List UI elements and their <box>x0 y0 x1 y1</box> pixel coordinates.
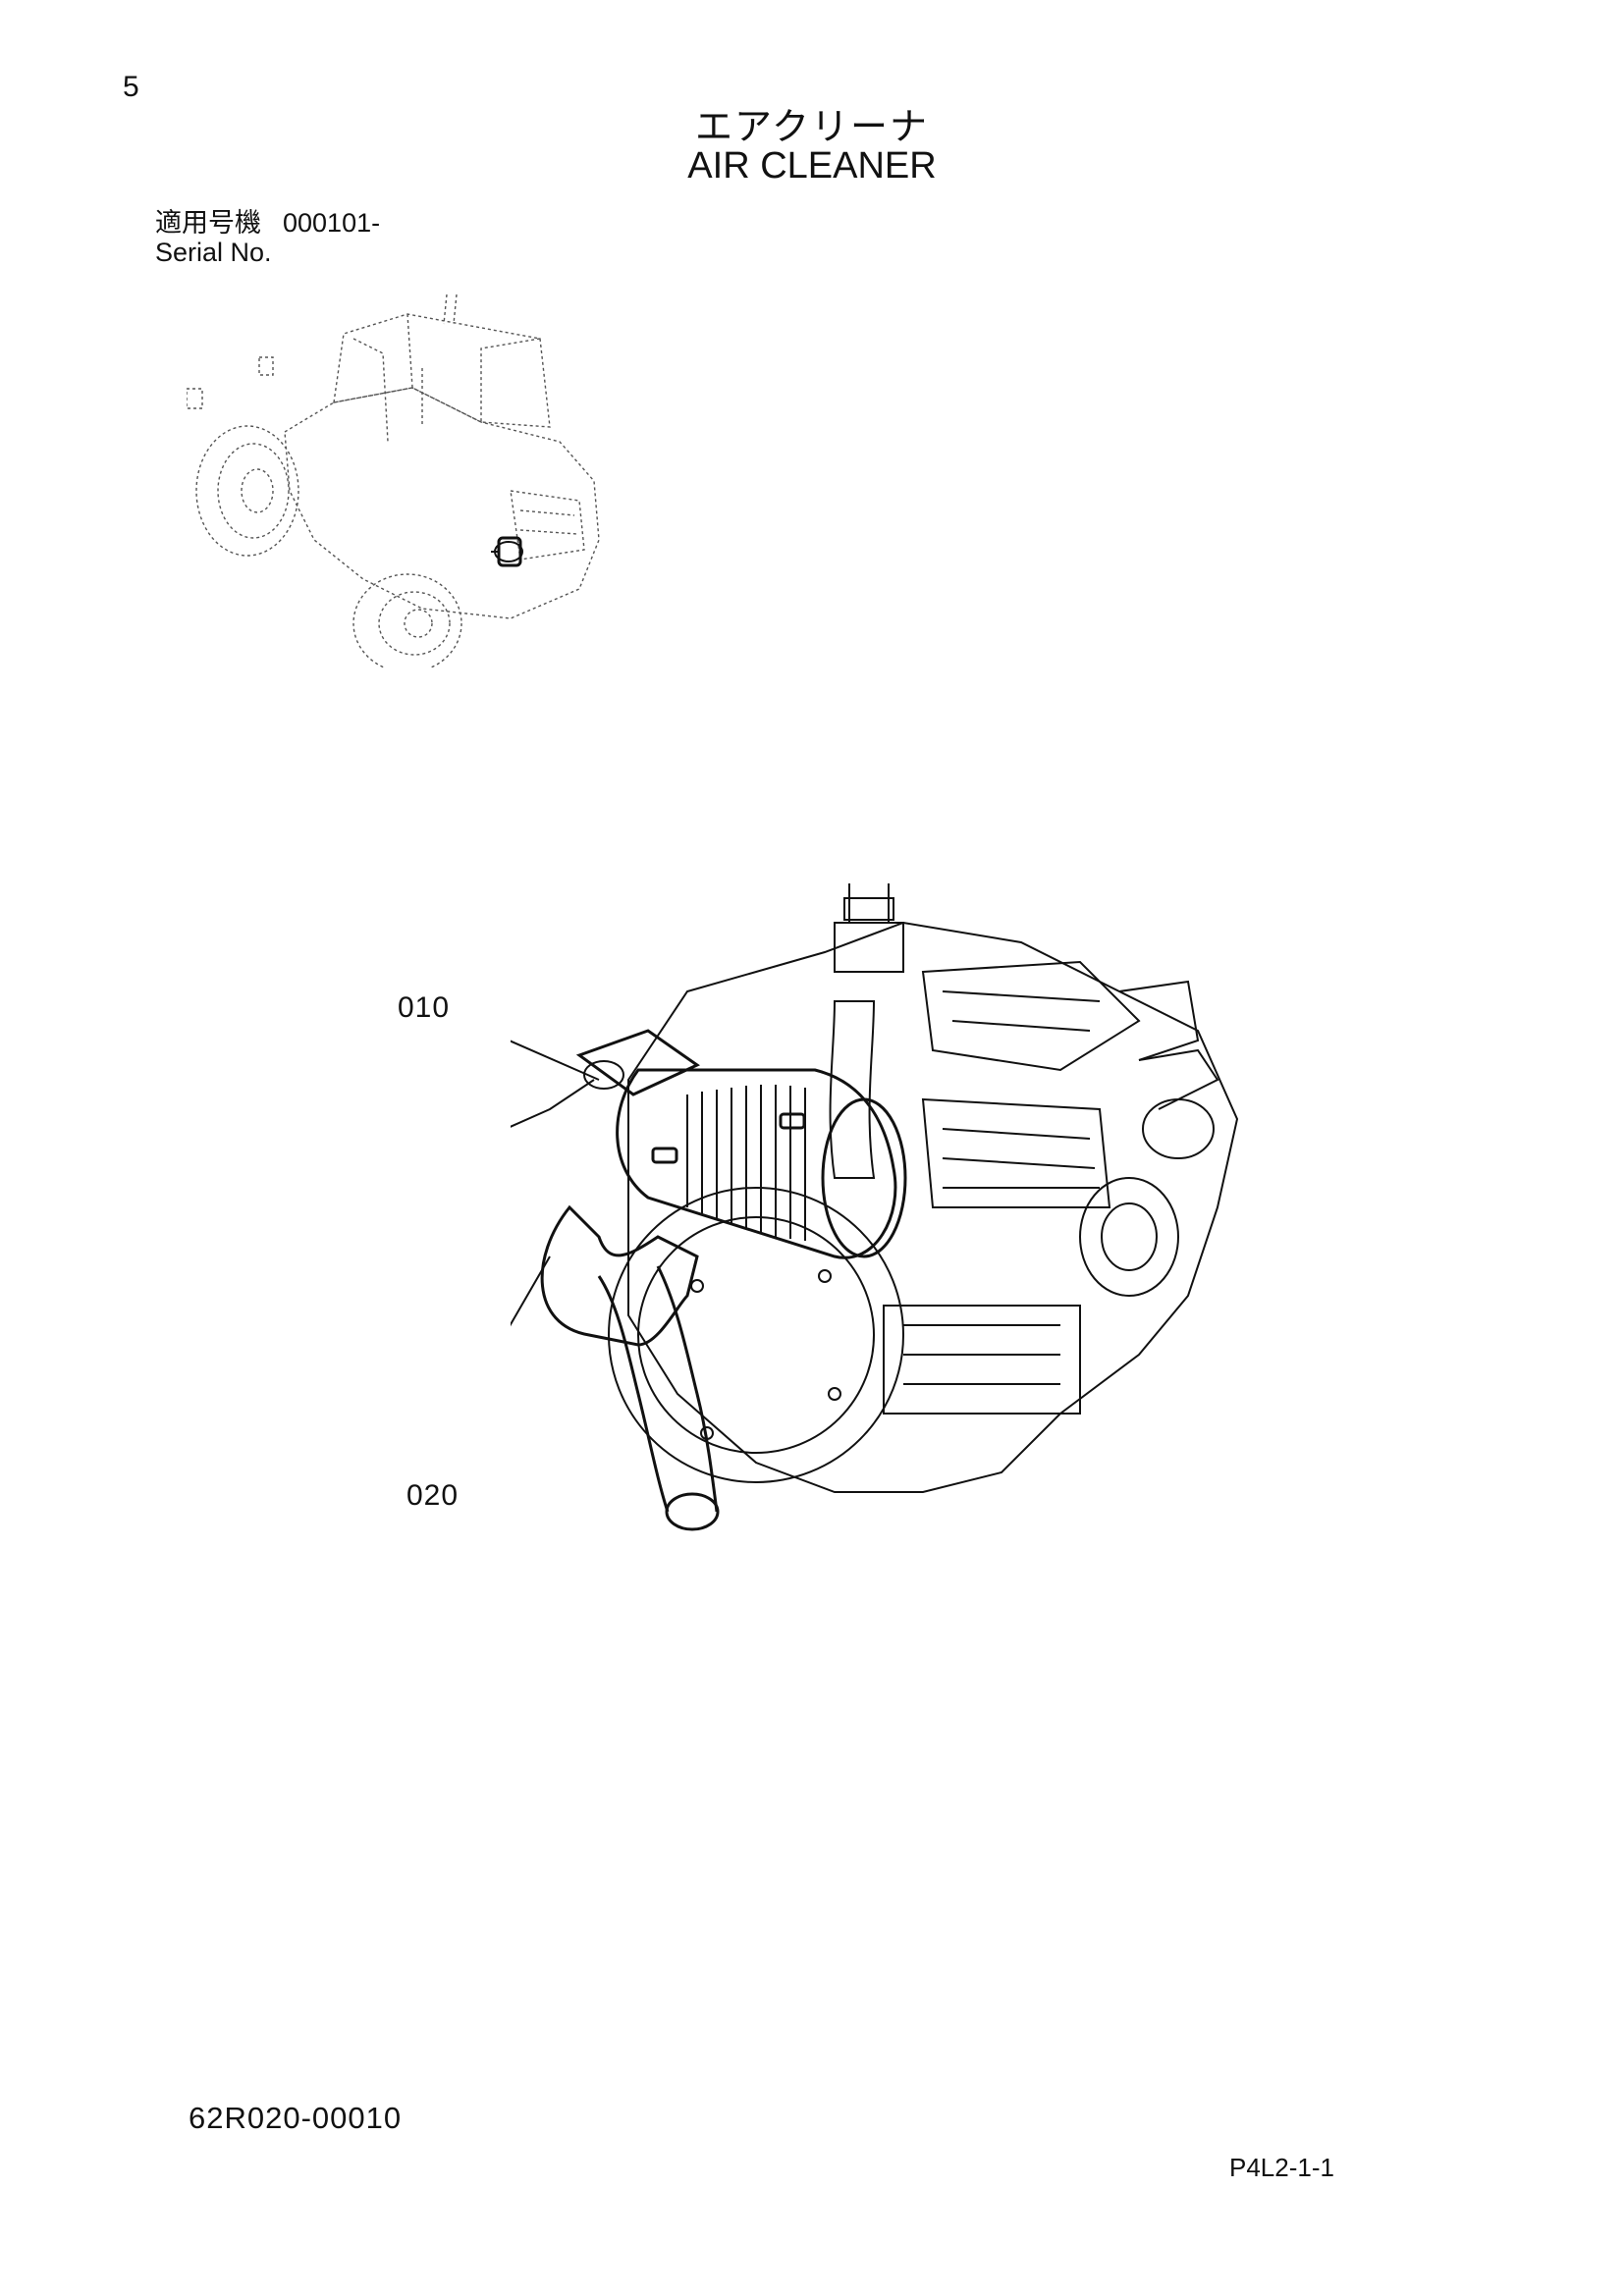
serial-value: 000101- <box>283 208 381 238</box>
title-english: AIR CLEANER <box>687 145 937 187</box>
flywheel-housing <box>608 1187 904 1483</box>
engine-block <box>627 883 1239 1493</box>
air-cleaner-location-marker <box>491 536 523 567</box>
page-number: 5 <box>123 71 139 103</box>
figure-number: 62R020-00010 <box>189 2101 403 2135</box>
rear-wheel-icon <box>195 425 299 557</box>
intake-hose <box>540 1204 720 1531</box>
callout-010: 010 <box>398 991 451 1024</box>
machine-overview-illustration <box>187 294 600 667</box>
engine-air-cleaner-drawing <box>511 883 1239 1531</box>
air-cleaner-assembly <box>511 1029 907 1259</box>
page-code: P4L2-1-1 <box>1229 2153 1334 2182</box>
callout-020: 020 <box>406 1479 460 1512</box>
front-wheel-icon <box>352 573 462 667</box>
serial-label-ja-text: 適用号機 <box>155 208 261 239</box>
leader-line-010 <box>511 1040 600 1081</box>
serial-label-japanese: 適用号機 000101- <box>155 201 380 240</box>
title-japanese: エアクリーナ <box>694 105 930 148</box>
leader-line-020 <box>511 1255 551 1327</box>
cab-outline <box>333 294 551 443</box>
serial-label-english: Serial No. <box>155 238 272 267</box>
